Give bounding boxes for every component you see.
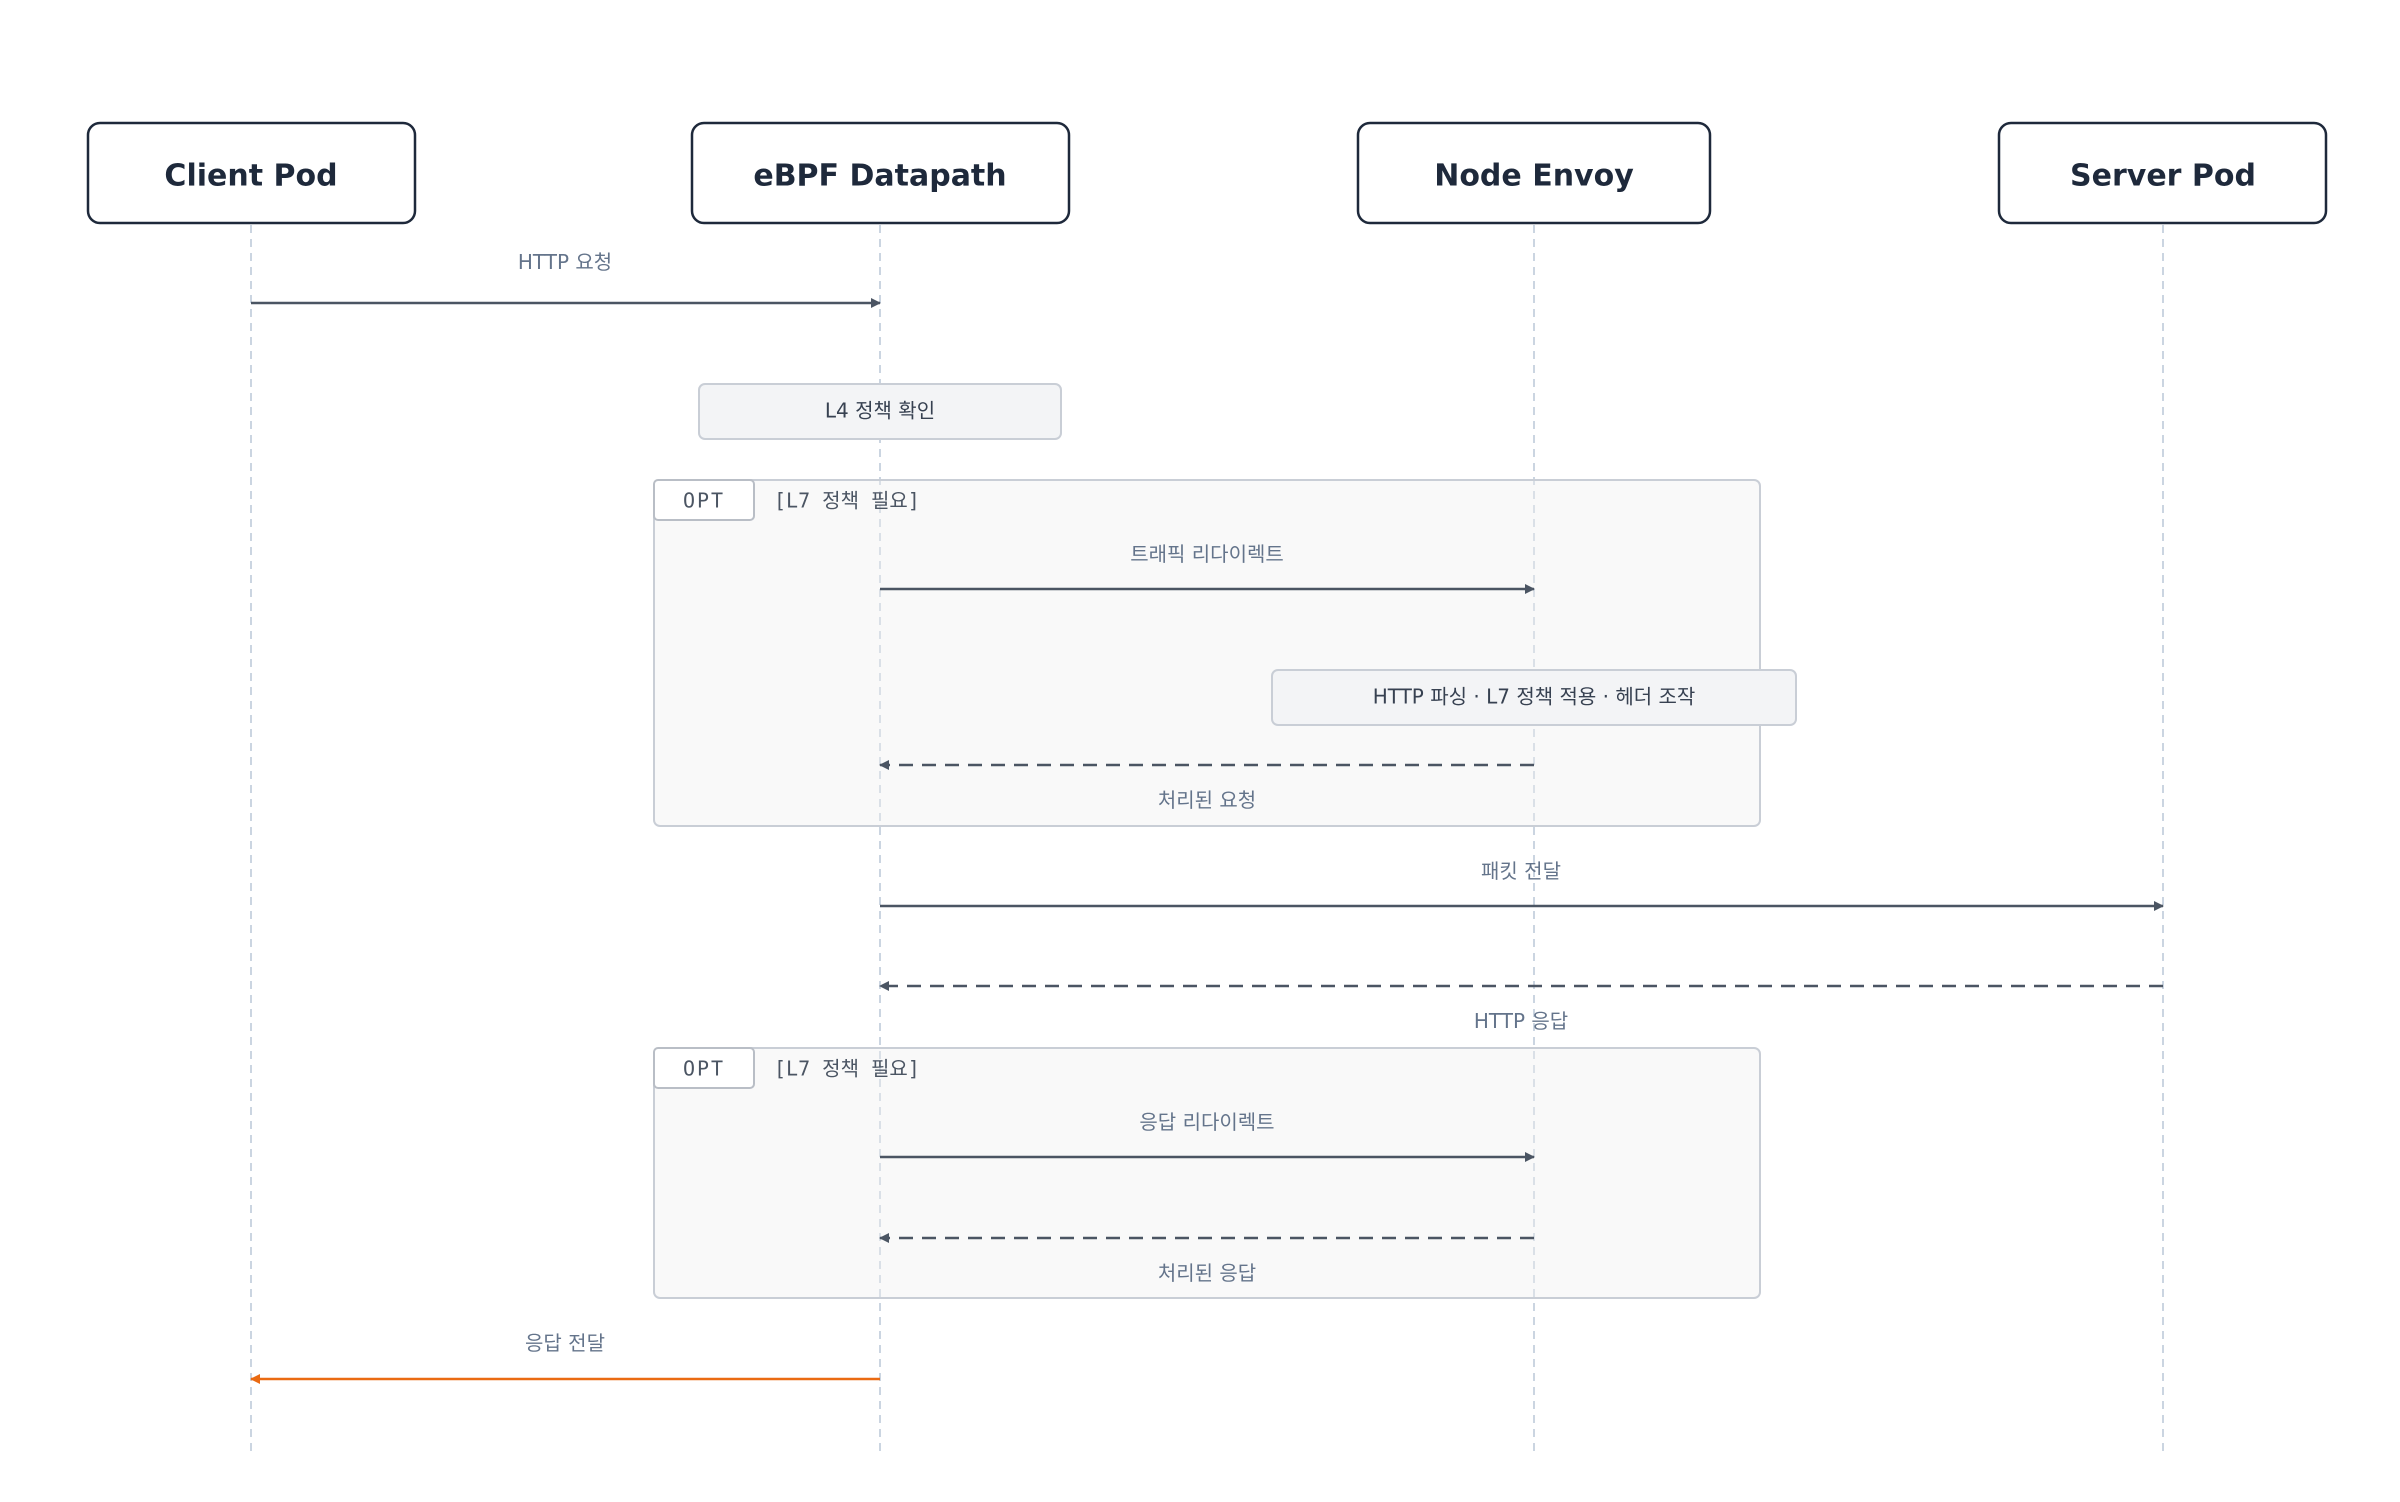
message-label-traffic-redirect: 트래픽 리다이렉트 — [1130, 542, 1284, 566]
message-http-request: HTTP 요청 — [251, 250, 881, 308]
note-label-l4-check: L4 정책 확인 — [825, 399, 935, 423]
message-label-http-request: HTTP 요청 — [518, 250, 612, 274]
message-packet-forward: 패킷 전달 — [880, 859, 2164, 911]
frame-tag-request — [653, 479, 755, 521]
actor-client: Client Pod — [86, 121, 417, 225]
frame-tag-text-response: OPT — [683, 1057, 725, 1081]
frame-condition-response: [L7 정책 필요] — [774, 1057, 920, 1081]
message-label-processed-response: 처리된 응답 — [1158, 1261, 1256, 1285]
message-label-http-response: HTTP 응답 — [1474, 1009, 1568, 1033]
message-processed-request: 처리된 요청 — [879, 760, 1534, 812]
frame-condition-request: [L7 정책 필요] — [774, 489, 920, 513]
opt-frame-request: OPT [L7 정책 필요] — [653, 479, 1761, 827]
message-label-packet-forward: 패킷 전달 — [1481, 859, 1561, 883]
message-label-processed-request: 처리된 요청 — [1158, 788, 1256, 812]
message-traffic-redirect: 트래픽 리다이렉트 — [880, 542, 1535, 594]
note-label-envoy-process: HTTP 파싱 · L7 정책 적용 · 헤더 조작 — [1373, 685, 1696, 709]
actor-server: Server Pod — [1997, 121, 2328, 225]
message-label-response-redirect: 응답 리다이렉트 — [1139, 1110, 1274, 1134]
actor-label-envoy: Node Envoy — [1434, 159, 1634, 194]
message-response-redirect: 응답 리다이렉트 — [880, 1110, 1535, 1162]
message-processed-response: 처리된 응답 — [879, 1233, 1534, 1285]
message-response-deliver: 응답 전달 — [250, 1331, 880, 1384]
actor-label-ebpf: eBPF Datapath — [753, 159, 1006, 194]
actor-ebpf: eBPF Datapath — [690, 121, 1071, 225]
actor-envoy: Node Envoy — [1356, 121, 1712, 225]
frame-tag-text-request: OPT — [683, 489, 725, 513]
note-l4-check: L4 정책 확인 — [698, 383, 1062, 440]
actor-label-server: Server Pod — [2070, 159, 2256, 194]
note-envoy-process: HTTP 파싱 · L7 정책 적용 · 헤더 조작 — [1271, 669, 1797, 726]
message-http-response: HTTP 응답 — [879, 981, 2163, 1033]
message-label-response-deliver: 응답 전달 — [525, 1331, 605, 1355]
opt-frame-response: OPT [L7 정책 필요] — [653, 1047, 1761, 1299]
actor-label-client: Client Pod — [164, 159, 337, 194]
frame-tag-response — [653, 1047, 755, 1089]
